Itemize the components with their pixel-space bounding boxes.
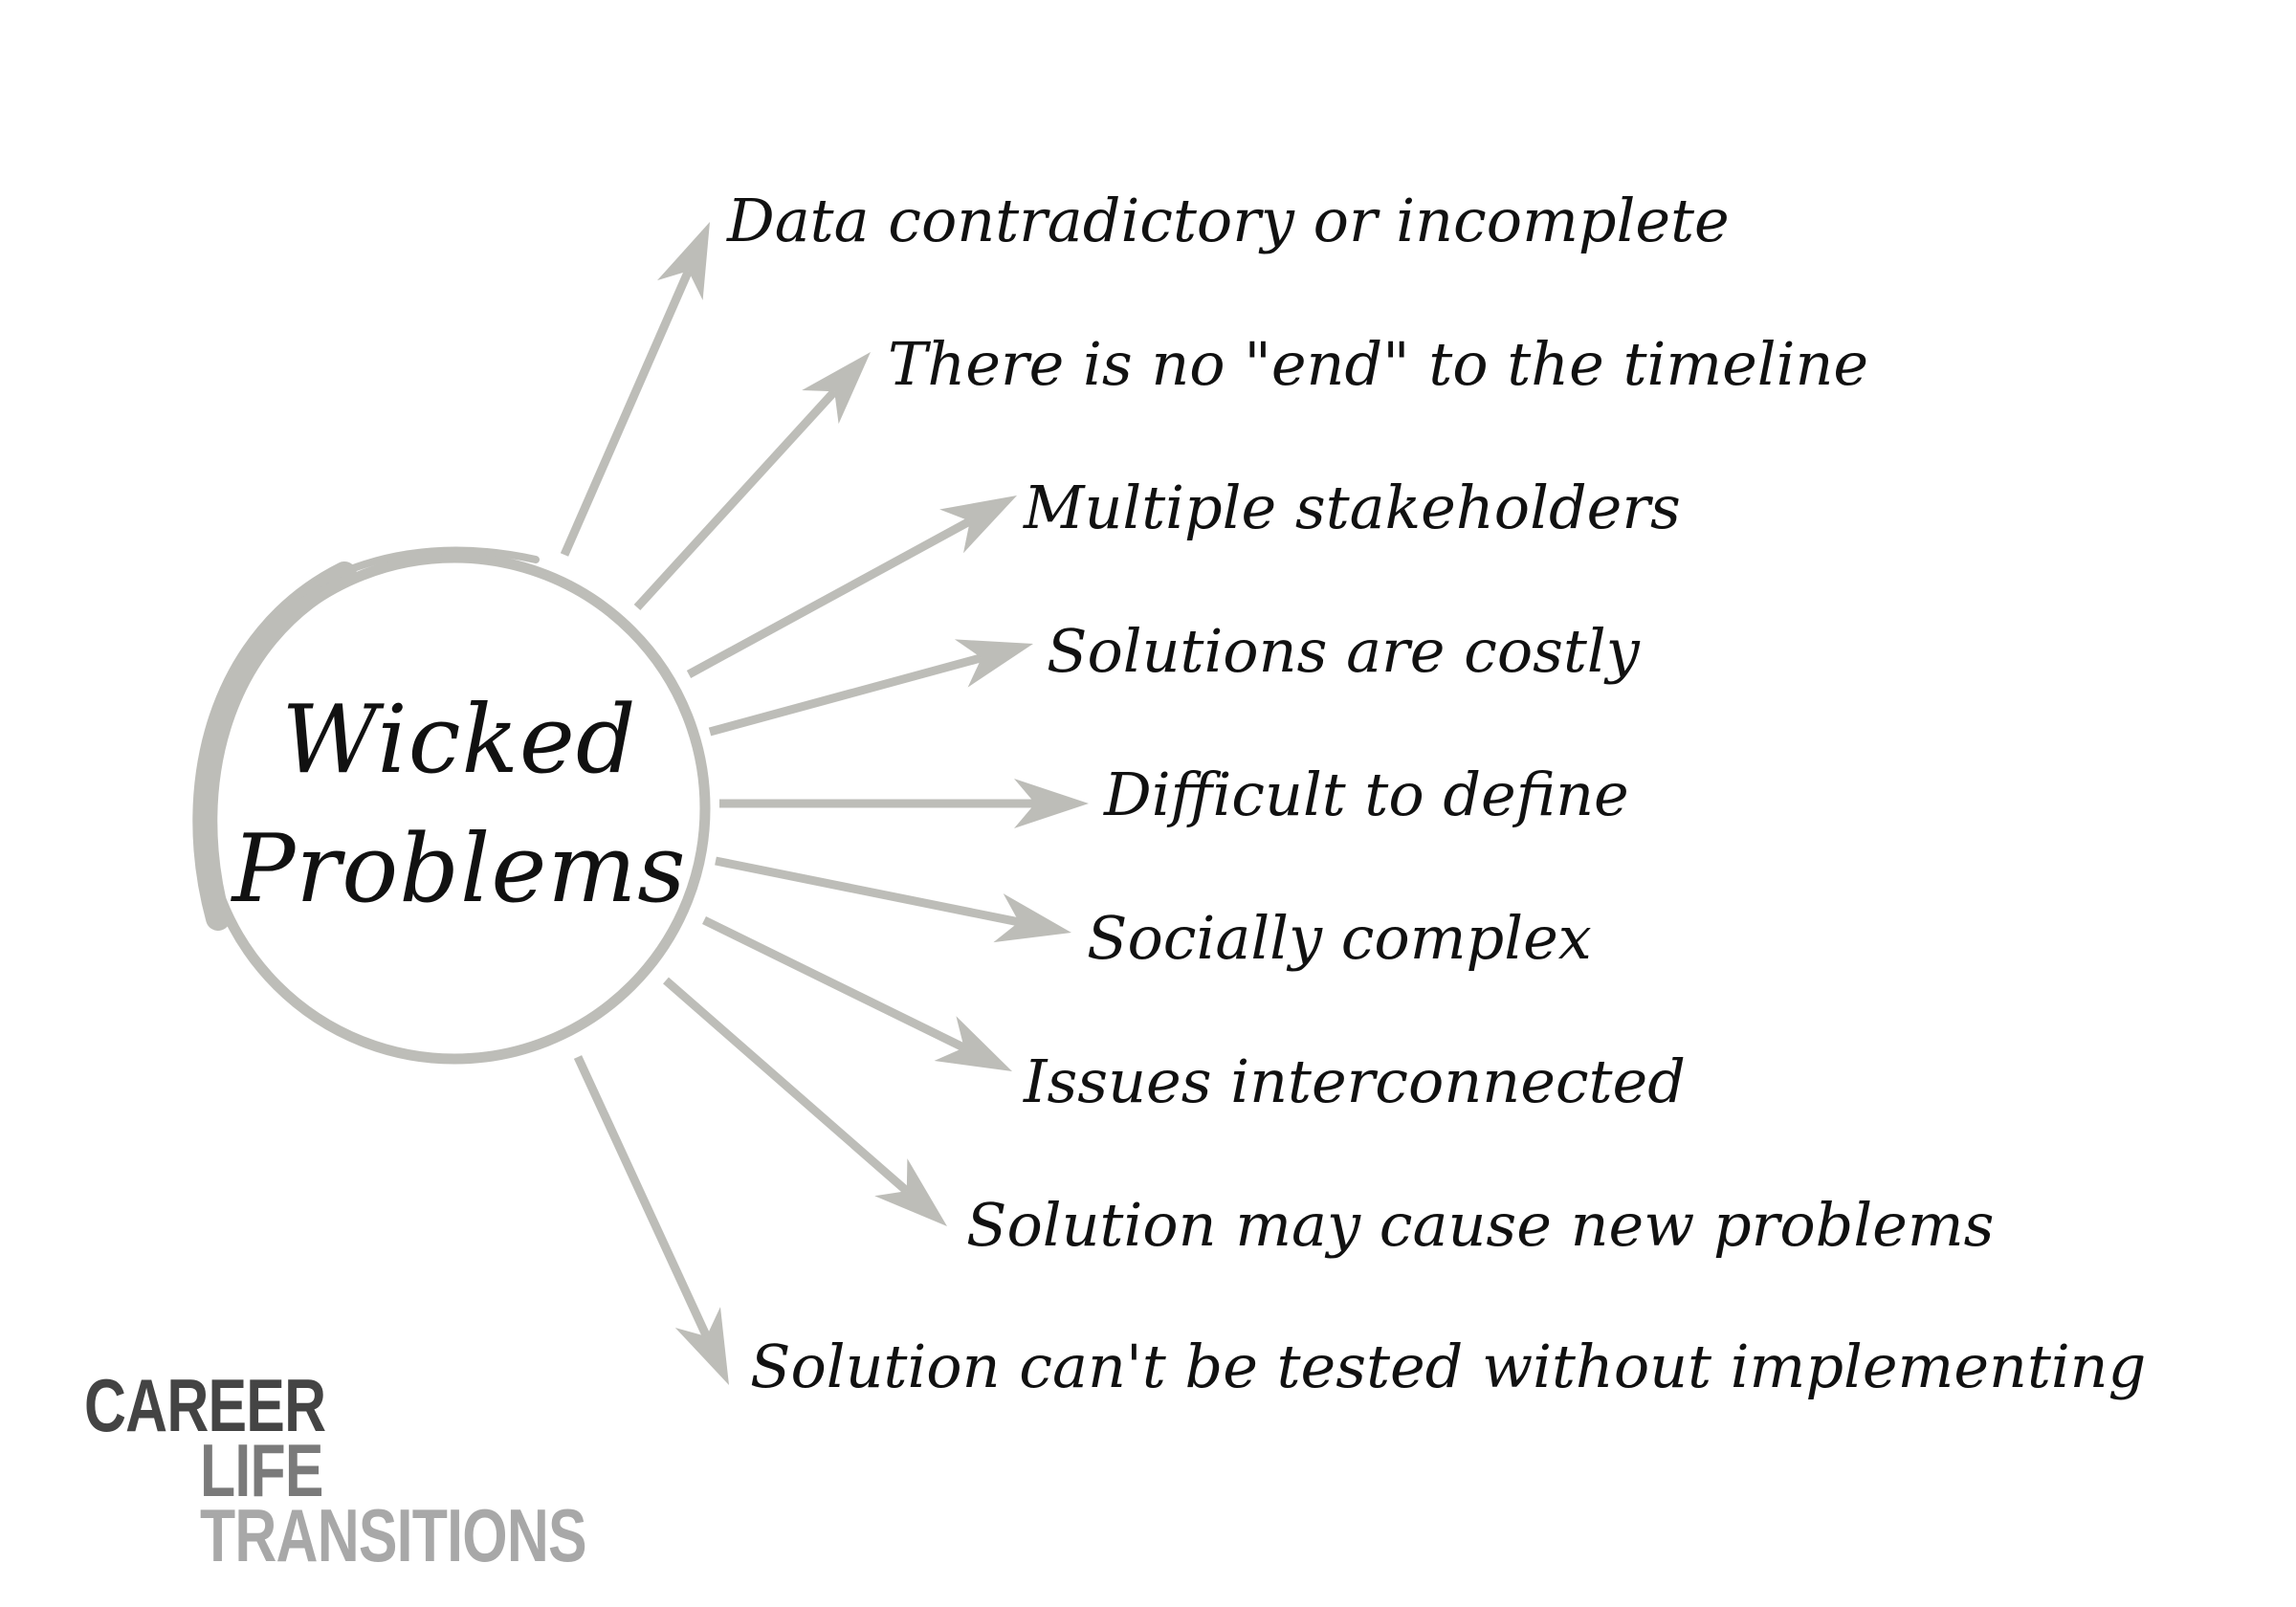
arrow-shaft-6 (715, 856, 1020, 927)
arrow-shaft-8 (663, 977, 910, 1195)
logo-line-transitions: TRANSITIONS (200, 1493, 587, 1577)
arrow-head-6 (993, 893, 1071, 943)
item-label-socially-complex: Socially complex (1087, 903, 1592, 973)
center-circle (192, 546, 711, 1065)
arrow-head-9 (674, 1307, 729, 1385)
item-label-cant-be-tested: Solution can't be tested without impleme… (750, 1332, 2147, 1401)
arrow-shaft-4 (708, 653, 983, 737)
center-title-line1: Wicked (281, 686, 637, 795)
arrow-head-7 (934, 1016, 1012, 1071)
arrow-shaft-1 (560, 269, 693, 557)
item-label-data-contradictory: Data contradictory or incomplete (727, 186, 1730, 255)
logo-line-career: CAREER (84, 1363, 326, 1447)
arrow-shaft-9 (573, 1055, 711, 1339)
arrow-head-8 (874, 1158, 947, 1226)
arrows-group (560, 222, 1089, 1385)
center-title-line2: Problems (232, 815, 687, 924)
item-label-solutions-costly: Solutions are costly (1047, 616, 1640, 686)
arrow-shaft-3 (686, 517, 972, 678)
arrow-shaft-2 (633, 388, 838, 611)
item-label-no-end-timeline: There is no "end" to the timeline (888, 329, 1869, 399)
item-label-issues-interconnected: Issues interconnected (1024, 1046, 1686, 1116)
arrow-shaft-7 (702, 915, 966, 1052)
arrow-head-3 (939, 495, 1017, 554)
item-label-multiple-stakeholders: Multiple stakeholders (1024, 473, 1681, 542)
item-label-may-cause-new-problems: Solution may cause new problems (966, 1190, 1995, 1260)
logo-line-life: LIFE (200, 1428, 323, 1512)
arrow-head-4 (954, 639, 1033, 688)
arrow-head-2 (802, 352, 871, 425)
arrow-head-5 (1014, 779, 1089, 828)
arrow-head-1 (657, 222, 710, 300)
item-label-difficult-to-define: Difficult to define (1104, 759, 1629, 829)
